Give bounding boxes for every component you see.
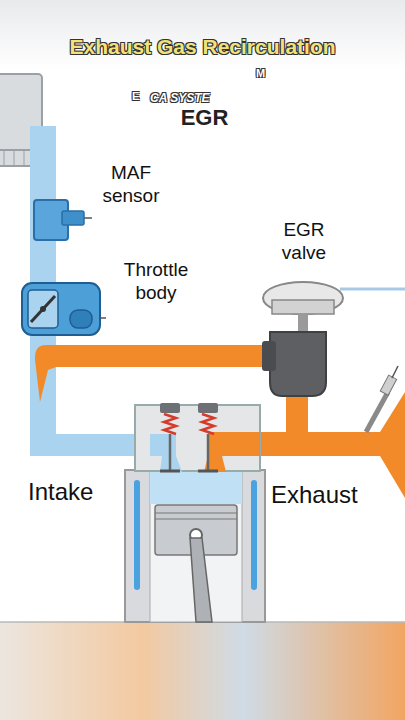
engine-part xyxy=(150,434,176,456)
section-label: Exhaust xyxy=(271,481,358,509)
diagram-title: Exhaust Gas Recirculation xyxy=(0,34,405,60)
exhaust-pipe-part xyxy=(380,392,405,498)
throttle-body-part xyxy=(28,290,58,328)
egr-valve-part xyxy=(262,341,276,371)
engine-part xyxy=(160,403,180,413)
background-part xyxy=(0,622,405,720)
egr-valve-part xyxy=(272,300,334,314)
throttle-body-part xyxy=(100,317,106,319)
throttle-body-part xyxy=(22,283,100,335)
egr-pipe-part xyxy=(35,345,56,402)
section-label: Intake xyxy=(28,478,93,506)
engine-part xyxy=(207,434,210,470)
egr-valve-part xyxy=(298,314,308,332)
engine-part xyxy=(169,434,172,470)
air-filter-part xyxy=(24,150,25,166)
oxygen-sensor-part xyxy=(366,392,388,432)
watermark-letter: M xyxy=(256,67,265,79)
egr-valve-part xyxy=(270,332,326,396)
engine-part xyxy=(150,472,242,504)
part-label: Throttle body xyxy=(104,258,208,304)
throttle-body xyxy=(22,283,106,335)
engine-part xyxy=(155,519,237,520)
air-filter-part xyxy=(14,150,15,166)
engine-part xyxy=(198,470,218,473)
oxygen-sensor-part xyxy=(380,375,396,395)
subtitle: EGR xyxy=(2,105,405,131)
throttle-body-part xyxy=(31,296,55,322)
engine-part xyxy=(135,405,260,471)
air-filter-part xyxy=(4,150,5,166)
oxygen-sensor-part xyxy=(392,366,398,378)
engine-part xyxy=(198,403,218,413)
maf-sensor xyxy=(34,200,92,240)
engine-part xyxy=(125,470,265,622)
engine-part xyxy=(208,432,260,456)
egr-pipe-part xyxy=(48,345,276,367)
engine-part xyxy=(150,472,242,622)
egr-valve xyxy=(262,282,405,396)
throttle-body-part xyxy=(40,306,46,312)
engine xyxy=(125,403,265,622)
egr-valve-part xyxy=(263,282,343,314)
engine-part xyxy=(164,414,176,434)
engine-part xyxy=(251,480,257,590)
throttle-body-part xyxy=(70,310,92,328)
maf-sensor-part xyxy=(62,211,84,225)
oxygen-sensor xyxy=(366,366,398,432)
engine-part xyxy=(134,480,140,590)
engine-part xyxy=(160,470,180,473)
engine-part xyxy=(190,538,212,622)
watermark-letter: E xyxy=(132,90,139,102)
background-part xyxy=(0,0,405,70)
part-label: EGR valve xyxy=(262,218,346,264)
intake-pipe-part xyxy=(30,434,175,456)
egr-valve-part xyxy=(340,288,405,291)
engine-part xyxy=(202,414,214,434)
part-label: MAF sensor xyxy=(90,161,172,207)
maf-sensor-part xyxy=(84,217,92,219)
watermark-text: CA SYSTE xyxy=(150,91,210,105)
engine-part xyxy=(155,513,237,514)
